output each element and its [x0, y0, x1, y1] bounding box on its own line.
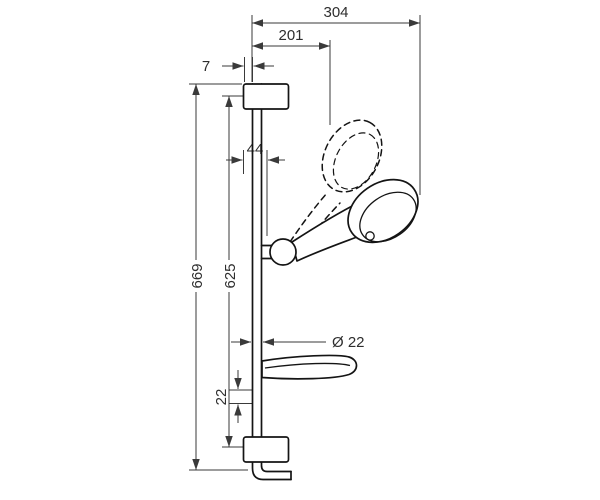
- bottom-wall-bracket: [242, 436, 290, 463]
- hand-shower: [291, 178, 419, 262]
- dim-overall-height: 669: [189, 83, 248, 471]
- dim-top-offset: 7: [202, 57, 274, 82]
- top-wall-bracket: [242, 83, 290, 110]
- dim-overall-height-label: 669: [189, 263, 206, 288]
- hand-shower-head: [347, 178, 419, 244]
- dim-bar-height-label: 625: [222, 263, 239, 288]
- dim-holder-reach-label: 201: [278, 27, 303, 44]
- dim-holder-offset: 44: [226, 141, 285, 236]
- dim-bar-diameter: Ø 22: [231, 334, 365, 351]
- dim-bar-diameter-label: Ø 22: [332, 334, 365, 351]
- dim-bottom-offset: 22: [213, 370, 252, 423]
- slider-holder: [260, 238, 297, 266]
- shower-rail: [251, 83, 292, 481]
- dim-holder-offset-label: 44: [247, 141, 264, 158]
- dim-bar-height: 625: [222, 95, 243, 448]
- dim-overall-width: 304: [251, 4, 421, 195]
- dim-overall-width-label: 304: [323, 4, 348, 21]
- shower-set-illustration: [242, 83, 419, 481]
- spray-face-rim: [359, 191, 417, 243]
- dim-holder-reach: 201: [252, 27, 331, 125]
- dim-top-offset-label: 7: [202, 58, 210, 75]
- spray-face-button: [365, 231, 375, 241]
- dim-bottom-offset-label: 22: [213, 389, 230, 406]
- soap-dish: [261, 354, 358, 380]
